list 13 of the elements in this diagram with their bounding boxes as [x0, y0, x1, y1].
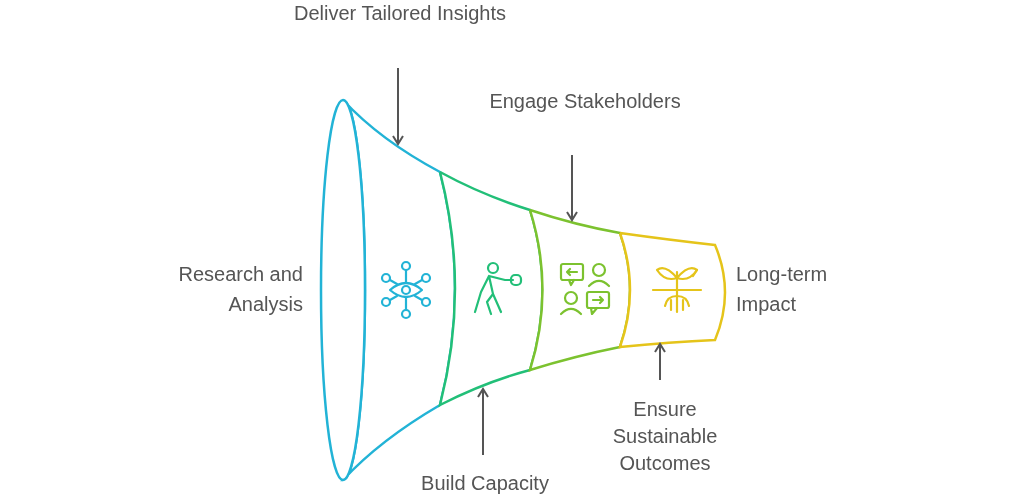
arrow: [654, 343, 666, 381]
arrow: [566, 154, 578, 221]
step-label: Deliver Tailored Insights: [293, 1, 507, 26]
step-label: Engage Stakeholders: [488, 89, 682, 114]
funnel-segment: [528, 208, 632, 372]
arrow: [392, 67, 404, 145]
funnel-segment: [618, 231, 727, 349]
funnel-segment: [438, 170, 544, 407]
step-label: Build Capacity: [420, 471, 550, 495]
stage-label: Research and Analysis: [177, 262, 303, 317]
stage-label: Long-term Impact: [736, 262, 829, 317]
step-label: Ensure Sustainable Outcomes: [611, 397, 719, 476]
arrow: [477, 388, 489, 456]
